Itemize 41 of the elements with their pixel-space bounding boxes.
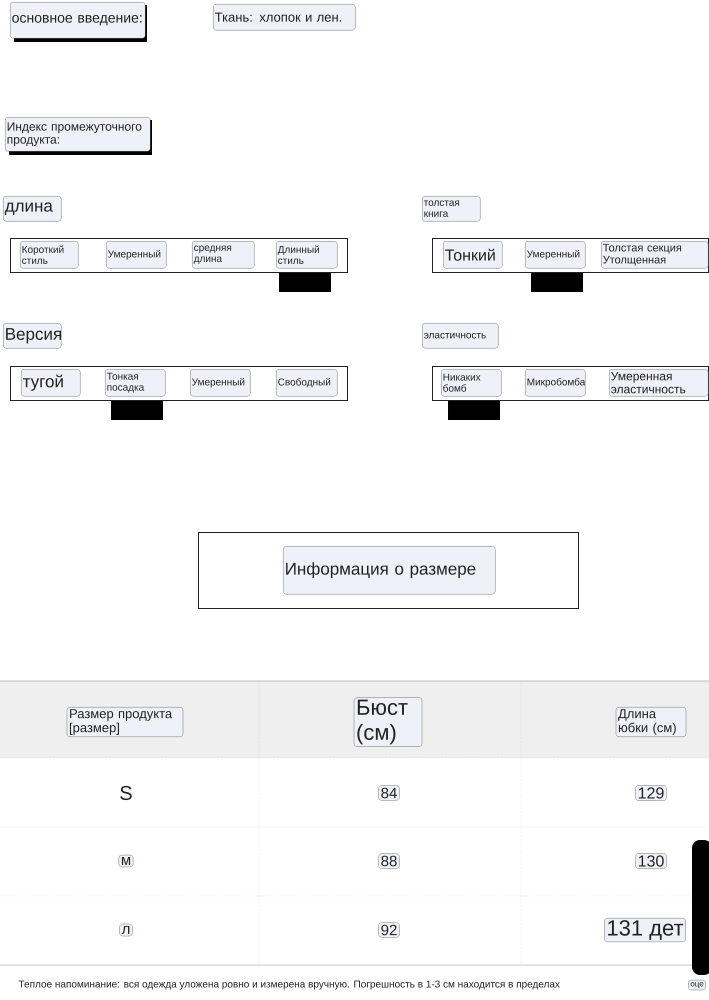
option-frame	[10, 366, 348, 401]
table-cell: 84	[378, 786, 400, 801]
text-box: Микробомба	[525, 369, 586, 396]
text-box: Длинный стиль	[276, 241, 338, 268]
table-cell: 92	[378, 922, 400, 938]
section-frame	[198, 532, 579, 609]
text-box: Тонкая посадка	[105, 369, 166, 396]
table-cell: 88	[378, 854, 400, 869]
table-cell: 130	[635, 853, 667, 869]
text-box: эластичность	[422, 323, 498, 348]
table-cell: м	[118, 854, 134, 868]
note-text: Теплое напоминание: вся одежда уложена ровно и измерена вручную. Погрешность в 1-3 см находится в пределах	[18, 980, 560, 990]
text-box: Информация о размере	[283, 546, 496, 594]
text-box: Умеренный	[106, 241, 166, 268]
table-cell: л	[119, 924, 133, 936]
text-box: Умеренная эластичность	[609, 369, 708, 396]
table-cell: S	[120, 786, 132, 800]
table-header-cell: Размер продукта [размер]	[66, 706, 184, 738]
text-box: Никаких бомб	[441, 369, 502, 396]
text-box: Толстая секция Утолщенная	[601, 241, 708, 268]
table-header-cell: Длина юбки (см)	[616, 707, 686, 738]
option-frame	[10, 238, 348, 273]
text-box: Ткань: хлопок и лен.	[213, 4, 356, 30]
text-box: Умеренный	[525, 241, 586, 268]
text-box: Короткий стиль	[20, 241, 78, 268]
text-box: Тонкий	[443, 241, 502, 268]
table-cell: 131 дет	[604, 918, 686, 942]
table-header-cell: Бюст (см)	[354, 697, 422, 747]
option-frame	[432, 366, 709, 401]
popup-text: оце	[688, 980, 706, 990]
text-box: Версия	[3, 323, 62, 348]
text-box: тугой	[21, 369, 80, 396]
text-box: средняя длина	[192, 241, 254, 268]
table-cell: 129	[635, 785, 667, 801]
text-box: Свободный	[276, 369, 338, 396]
option-frame	[432, 238, 709, 273]
text-box: Умеренный	[190, 369, 250, 396]
text-box: основное введение:	[10, 2, 147, 42]
text-box: толстая книга	[422, 196, 480, 222]
text-box: Индекс промежуточного продукта:	[5, 117, 152, 155]
text-box: длина	[3, 196, 62, 222]
